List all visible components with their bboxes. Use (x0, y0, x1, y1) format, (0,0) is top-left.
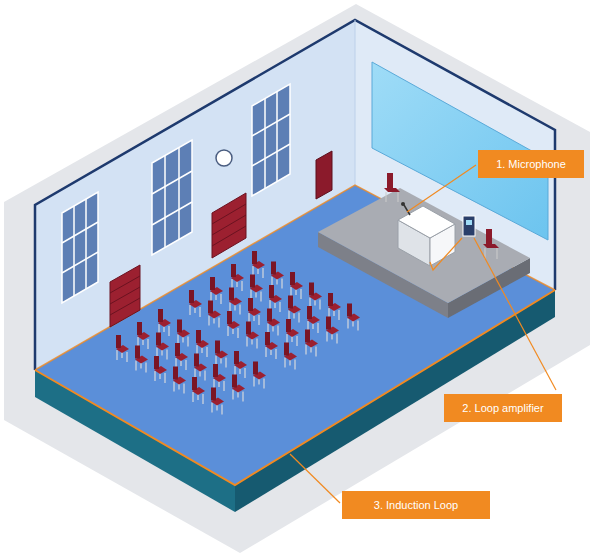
chair (234, 351, 247, 378)
door (316, 151, 332, 199)
wall-clock (216, 150, 232, 166)
chair (189, 290, 202, 317)
stage-chair (384, 173, 400, 202)
chair (290, 272, 303, 299)
chair (307, 306, 320, 333)
loop-amplifier (463, 216, 475, 236)
chair (248, 298, 261, 325)
chair (326, 317, 339, 344)
floor (35, 185, 555, 485)
chair (288, 296, 301, 323)
chair (173, 367, 186, 394)
chair (271, 262, 284, 289)
chair (177, 320, 190, 347)
loop-amplifier (466, 220, 472, 225)
chair (215, 341, 228, 368)
chair (265, 332, 278, 359)
callout-label: 3. Induction Loop (342, 491, 490, 519)
chair (208, 301, 221, 328)
callout-text: 1. Microphone (496, 158, 566, 170)
chair (194, 354, 207, 381)
chair (210, 277, 223, 304)
chair (156, 333, 169, 360)
chair (135, 346, 148, 373)
callout-label: 1. Microphone (478, 150, 584, 178)
chair (284, 343, 297, 370)
chair (252, 251, 265, 278)
chair (305, 330, 318, 357)
window (152, 140, 192, 255)
window (62, 192, 98, 303)
chair (246, 322, 259, 349)
chair (227, 311, 240, 338)
bookshelf (110, 265, 140, 327)
cable (430, 238, 462, 270)
stage-top (318, 188, 530, 303)
wall-corner (355, 20, 356, 185)
chair (192, 377, 205, 404)
window (252, 84, 290, 196)
microphone (401, 202, 405, 206)
background-hexagon (4, 4, 590, 553)
chair (309, 283, 322, 310)
callout-text: 2. Loop amplifier (462, 402, 543, 414)
chair (250, 275, 263, 302)
chair (347, 304, 360, 331)
leader-line (290, 454, 340, 503)
chair (116, 335, 129, 362)
chair (211, 388, 224, 415)
chair (229, 288, 242, 315)
chair (213, 364, 226, 391)
chair (253, 362, 266, 389)
chair (175, 343, 188, 370)
chair (267, 309, 280, 336)
stage-chair (483, 229, 499, 259)
podium (398, 206, 455, 238)
chair (158, 309, 171, 336)
callout-label: 2. Loop amplifier (444, 394, 562, 422)
leader-line (474, 238, 556, 390)
leader-line (407, 165, 476, 212)
chair (269, 285, 282, 312)
chair (137, 322, 150, 349)
chair (196, 330, 209, 357)
induction-loop-wire (35, 185, 555, 370)
chair (231, 264, 244, 291)
chair (328, 293, 341, 320)
chair (232, 375, 245, 402)
chair (286, 319, 299, 346)
callout-text: 3. Induction Loop (374, 499, 458, 511)
chair (154, 356, 167, 383)
bookshelf (212, 193, 246, 258)
audience-chairs (116, 251, 360, 415)
